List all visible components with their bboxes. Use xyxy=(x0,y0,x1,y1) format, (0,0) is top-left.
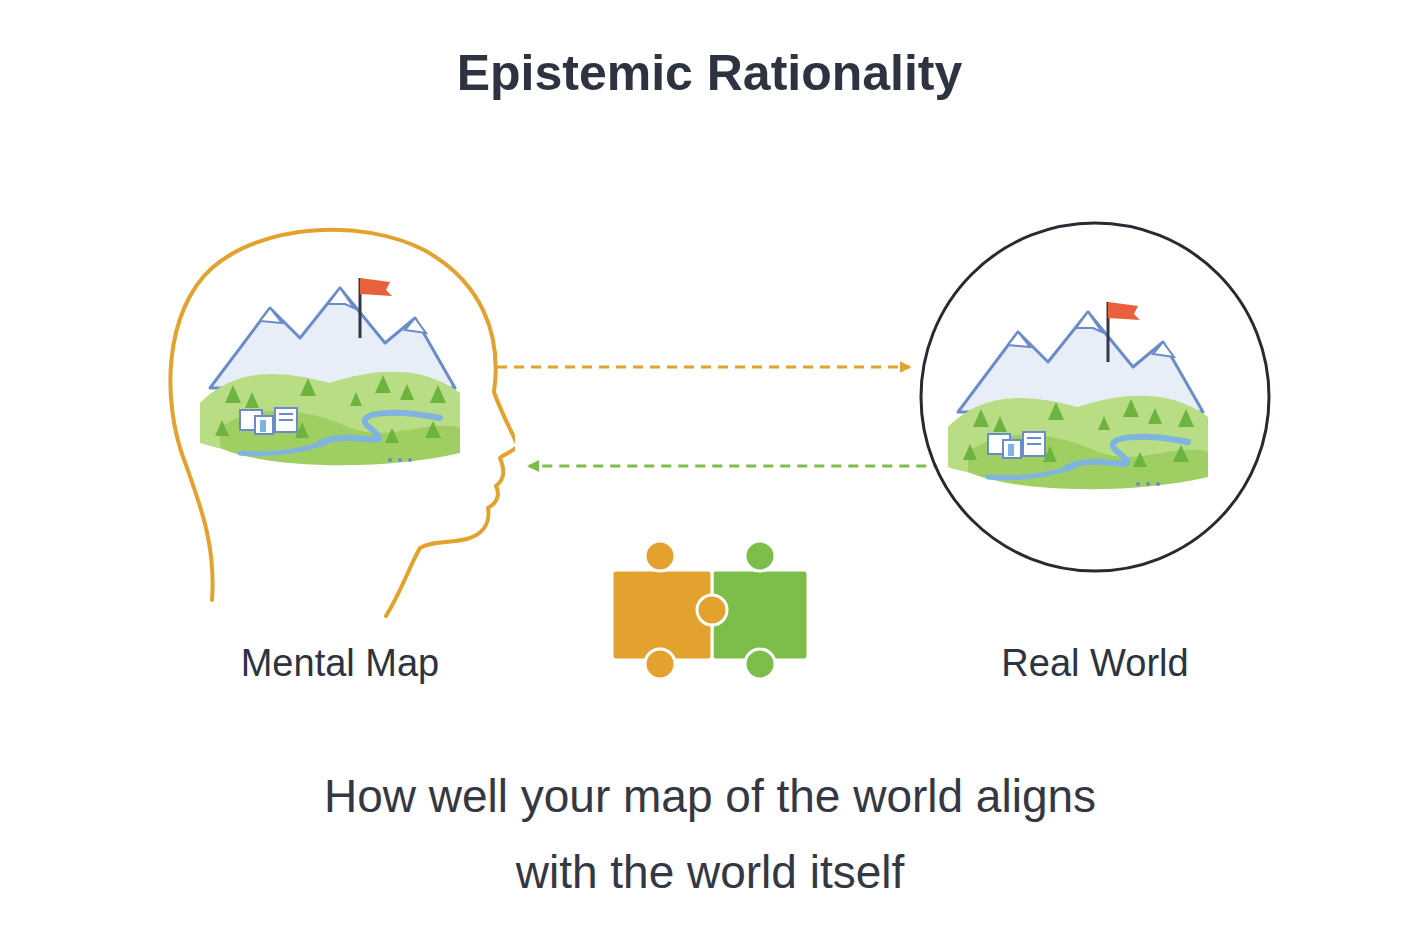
diagram-caption: How well your map of the world aligns wi… xyxy=(310,758,1110,910)
dashed-arrow xyxy=(497,366,910,369)
dashed-arrow xyxy=(529,465,943,468)
node-label: Real World xyxy=(918,642,1272,685)
node-label: Mental Map xyxy=(165,642,515,685)
head-outline xyxy=(165,222,515,642)
world-circle xyxy=(918,220,1272,640)
mental-map-head: Mental Map xyxy=(165,222,515,702)
real-world-circle: Real World xyxy=(918,220,1272,702)
diagram-title: Epistemic Rationality xyxy=(0,44,1419,102)
